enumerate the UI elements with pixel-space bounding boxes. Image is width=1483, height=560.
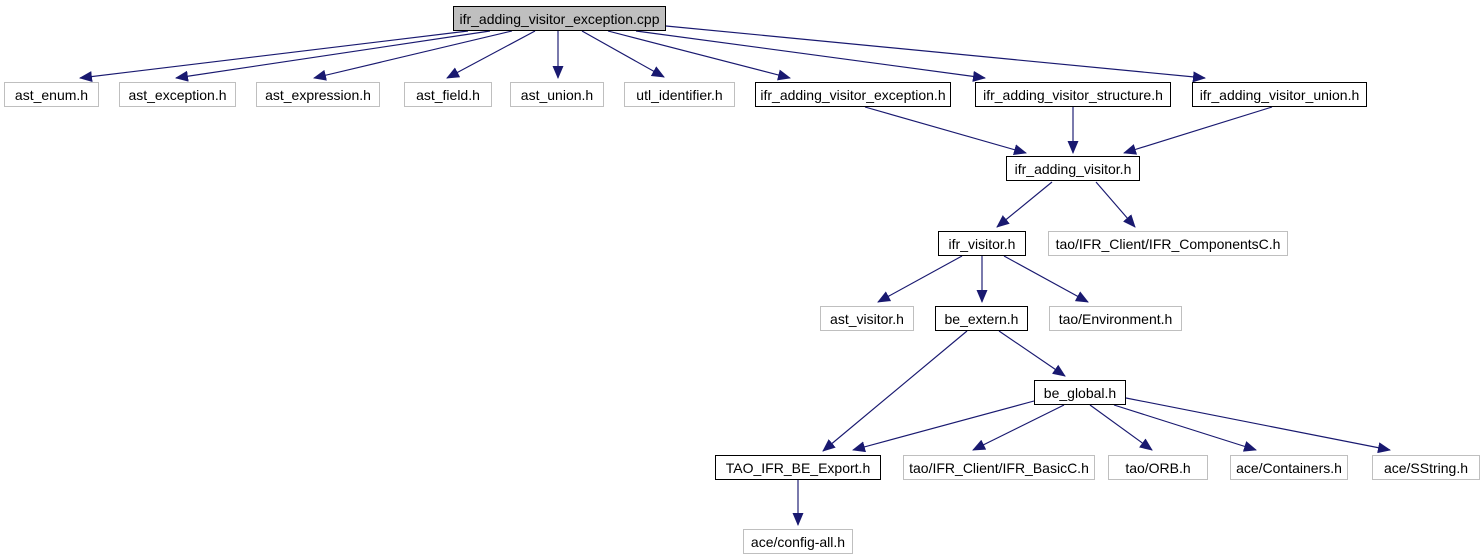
edge-be-global-to-tao-ifr-export [852,400,1035,453]
node-ifr-adding-visitor-exception-h[interactable]: ifr_adding_visitor_exception.h [755,82,951,107]
edge-root-to-ast-expression [313,30,513,81]
node-tao-environment-h: tao/Environment.h [1049,306,1182,331]
node-ast-union-h: ast_union.h [510,82,604,107]
edge-ifr-visitor-to-ast-visitor [877,255,963,303]
node-ace-config-all-h: ace/config-all.h [743,529,853,554]
node-ifr-adding-visitor-structure-h[interactable]: ifr_adding_visitor_structure.h [975,82,1171,107]
node-ace-sstring-h: ace/SString.h [1372,455,1480,480]
node-tao-orb-h: tao/ORB.h [1108,455,1208,480]
node-ast-exception-h: ast_exception.h [119,82,236,107]
edge-be-global-to-ace-containers [1113,404,1257,452]
edge-be-global-to-ifr-basicc [972,404,1065,451]
edge-ifr-avu-to-ifr-av [1123,106,1273,155]
edge-root-to-ifr-avu [665,25,1206,83]
node-ast-enum-h: ast_enum.h [4,82,99,107]
node-ace-containers-h: ace/Containers.h [1230,455,1348,480]
edge-root-to-utl-identifier [581,30,665,78]
node-ifr-adding-visitor-exception-cpp: ifr_adding_visitor_exception.cpp [453,6,666,31]
edge-ifr-visitor-to-tao-environment [1003,255,1089,303]
edge-ifr-av-to-ifr-componentsc [1095,181,1136,228]
edge-root-to-ast-field [446,30,536,79]
edge-be-extern-to-tao-ifr-export [822,330,968,452]
edge-be-extern-to-be-global [998,330,1066,377]
node-ast-field-h: ast_field.h [404,82,492,107]
node-tao-ifr-be-export-h[interactable]: TAO_IFR_BE_Export.h [715,455,881,480]
edge-ifr-ave-to-ifr-av [864,106,1027,155]
edge-be-global-to-tao-orb [1089,404,1153,451]
edge-root-to-ast-enum [79,30,469,83]
node-utl-identifier-h: utl_identifier.h [624,82,735,107]
node-ifr-adding-visitor-union-h[interactable]: ifr_adding_visitor_union.h [1192,82,1367,107]
node-ast-visitor-h: ast_visitor.h [820,306,914,331]
edge-root-to-ast-exception [175,30,491,82]
edge-be-global-to-ace-sstring [1125,397,1391,454]
node-tao-ifr-client-ifr-basicc-h: tao/IFR_Client/IFR_BasicC.h [903,455,1095,480]
node-ifr-adding-visitor-h[interactable]: ifr_adding_visitor.h [1006,156,1140,181]
edge-root-to-ifr-ave [607,30,791,81]
edge-root-to-ifr-avs [635,30,986,82]
node-tao-ifr-client-ifr-componentsc-h: tao/IFR_Client/IFR_ComponentsC.h [1048,231,1288,256]
edge-ifr-av-to-ifr-visitor [996,181,1053,228]
node-be-global-h[interactable]: be_global.h [1034,380,1126,405]
node-ifr-visitor-h[interactable]: ifr_visitor.h [938,231,1026,256]
node-be-extern-h[interactable]: be_extern.h [935,306,1028,331]
node-ast-expression-h: ast_expression.h [256,82,380,107]
